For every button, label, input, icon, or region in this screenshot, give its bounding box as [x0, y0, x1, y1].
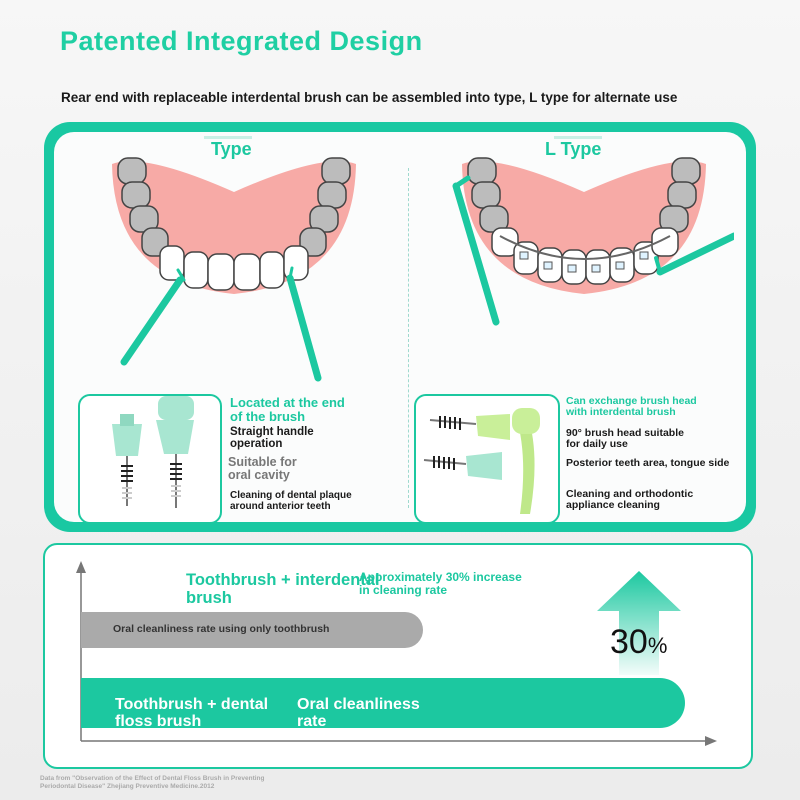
exchange-head-text: Can exchange brush head with interdental… — [566, 395, 697, 418]
increase-unit: % — [647, 633, 668, 658]
page-title: Patented Integrated Design — [60, 26, 423, 56]
toothbrush-only-bar: Oral cleanliness rate using only toothbr… — [81, 612, 423, 648]
ninety-degree-text: 90° brush head suitable for daily use — [566, 427, 684, 450]
straight-brush-detail-card — [78, 394, 222, 524]
l-brush-detail-card — [414, 394, 560, 524]
interdental-combo-label: Toothbrush + interdental brush — [186, 571, 380, 607]
increase-value: 30 — [610, 623, 648, 661]
floss-brush-label: Toothbrush + dental floss brush — [115, 696, 269, 730]
increase-note: Approximately 30% increase in cleaning r… — [359, 570, 522, 597]
interdental-brush-heads-icon — [112, 396, 194, 508]
page-subtitle: Rear end with replaceable interdental br… — [61, 90, 678, 105]
cleanliness-rate-label: Oral cleanliness rate — [297, 696, 420, 730]
jaw-l-brush-illustration — [452, 157, 734, 326]
suitable-oral-cavity-text: Suitable for oral cavity — [228, 455, 297, 482]
toothbrush-only-label: Oral cleanliness rate using only toothbr… — [113, 623, 330, 635]
design-comparison-frame: Type L Type — [44, 122, 756, 532]
located-at-end-text: Located at the end of the brush — [230, 395, 345, 424]
straight-handle-text: Straight handle operation — [230, 426, 314, 450]
orthodontic-text: Cleaning and orthodontic appliance clean… — [566, 488, 694, 511]
tab-mark-left — [204, 136, 252, 139]
increase-arrow-icon — [597, 571, 681, 675]
l-brush-heads-icon — [423, 408, 540, 514]
source-citation: Data from "Observation of the Effect of … — [40, 775, 265, 790]
panel-divider — [408, 168, 409, 508]
posterior-teeth-text: Posterior teeth area, tongue side — [566, 457, 730, 469]
cleanliness-comparison-frame: Toothbrush + interdental brush Approxima… — [43, 543, 753, 769]
anterior-plaque-text: Cleaning of dental plaque around anterio… — [230, 490, 352, 512]
toothbrush-floss-bar: Toothbrush + dental floss brush Oral cle… — [81, 678, 685, 730]
l-type-heading: L Type — [545, 139, 602, 159]
type-heading: Type — [211, 139, 252, 159]
design-comparison-inner: Type L Type — [54, 132, 746, 524]
jaw-straight-brush-illustration — [112, 157, 356, 382]
increase-percentage: 30% — [610, 623, 667, 662]
tab-mark-right — [554, 136, 602, 139]
